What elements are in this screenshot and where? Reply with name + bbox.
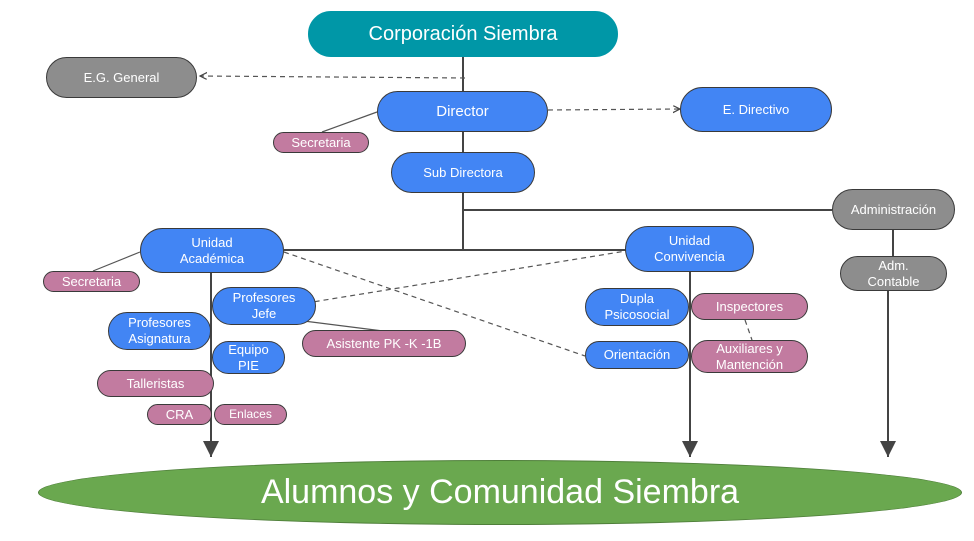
node-e-directivo[interactable]: E. Directivo: [680, 87, 832, 132]
node-sub-directora[interactable]: Sub Directora: [391, 152, 535, 193]
node-label: Dupla Psicosocial: [604, 291, 670, 322]
node-label: Unidad Convivencia: [654, 233, 725, 264]
dashed-inspectores-auxiliares: [744, 319, 753, 341]
node-talleristas[interactable]: Talleristas: [97, 370, 214, 397]
node-secretaria-director[interactable]: Secretaria: [273, 132, 369, 153]
node-adm-contable[interactable]: Adm. Contable: [840, 256, 947, 291]
dashed-corp-eg-general: [200, 76, 466, 78]
node-equipo-pie[interactable]: Equipo PIE: [212, 341, 285, 374]
node-label: Sub Directora: [423, 164, 503, 180]
node-label: Secretaria: [61, 273, 122, 289]
node-label: Alumnos y Comunidad Siembra: [260, 473, 740, 512]
node-unidad-convivencia[interactable]: Unidad Convivencia: [625, 226, 754, 272]
node-alumnos-comunidad[interactable]: Alumnos y Comunidad Siembra: [38, 460, 962, 525]
node-label: Profesores Asignatura: [128, 315, 191, 346]
node-profesores-asignatura[interactable]: Profesores Asignatura: [108, 312, 211, 350]
node-dupla-psicosocial[interactable]: Dupla Psicosocial: [585, 288, 689, 326]
node-administracion[interactable]: Administración: [832, 189, 955, 230]
node-label: Corporación Siembra: [368, 23, 558, 45]
node-label: Orientación: [603, 347, 671, 363]
dashed-director-edirectivo: [547, 109, 680, 110]
node-label: Adm. Contable: [867, 257, 920, 289]
node-label: Secretaria: [291, 134, 351, 150]
node-label: Asistente PK -K -1B: [326, 335, 442, 351]
node-unidad-academica[interactable]: Unidad Académica: [140, 228, 284, 273]
node-label: Unidad Académica: [179, 234, 245, 266]
node-asistente-pk[interactable]: Asistente PK -K -1B: [302, 330, 466, 357]
node-profesores-jefe[interactable]: Profesores Jefe: [212, 287, 316, 325]
node-label: Inspectores: [715, 298, 784, 314]
node-label: Auxiliares y Mantención: [715, 340, 784, 372]
node-label: Profesores Jefe: [232, 290, 296, 321]
dashed-jefe-convivencia: [287, 250, 627, 307]
node-label: E. Directivo: [722, 101, 790, 117]
node-cra[interactable]: CRA: [147, 404, 212, 425]
node-label: Enlaces: [229, 407, 272, 422]
node-label: E.G. General: [83, 69, 160, 85]
node-label: Talleristas: [126, 375, 185, 391]
node-label: Director: [436, 102, 489, 120]
node-label: Equipo PIE: [228, 341, 269, 373]
node-auxiliares-mantencion[interactable]: Auxiliares y Mantención: [691, 340, 808, 373]
node-label: CRA: [165, 406, 194, 422]
dashed-academica-orientacion: [283, 251, 586, 357]
line-academica-secretaria: [92, 251, 141, 272]
node-secretaria-academica[interactable]: Secretaria: [43, 271, 140, 292]
node-label: Administración: [850, 201, 937, 217]
node-enlaces[interactable]: Enlaces: [214, 404, 287, 425]
node-director[interactable]: Director: [377, 91, 548, 132]
node-eg-general[interactable]: E.G. General: [46, 57, 197, 98]
node-corporacion-siembra[interactable]: Corporación Siembra: [308, 11, 618, 57]
line-director-secretaria: [321, 111, 378, 133]
node-orientacion[interactable]: Orientación: [585, 341, 689, 369]
node-inspectores[interactable]: Inspectores: [691, 293, 808, 320]
